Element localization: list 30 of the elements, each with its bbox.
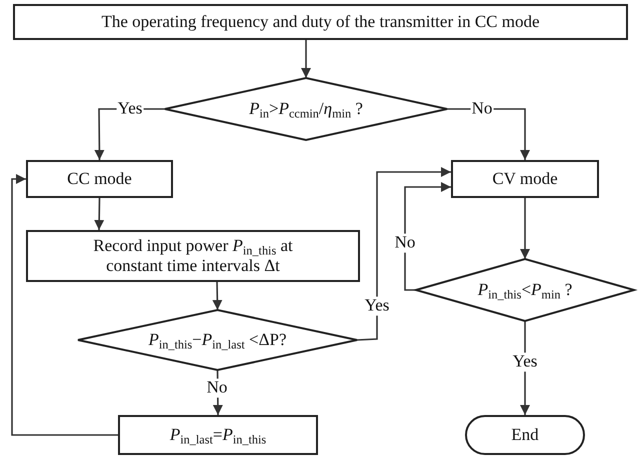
condition-text: P$_{in_this}$<P$_{min}$ ? [478, 280, 572, 300]
arrow [301, 40, 311, 78]
decision-diamond [165, 78, 447, 140]
process-box [118, 415, 318, 455]
arrow [11, 174, 118, 436]
process-box [26, 160, 173, 198]
condition-text: P$_{in}$>P$_{ccmin}$/η$_{min}$ ? [249, 98, 363, 120]
decision-diamond [78, 310, 357, 370]
arrow [404, 182, 451, 291]
step-text: CV mode [492, 168, 558, 190]
process-box [26, 230, 360, 282]
process-box [451, 160, 599, 198]
process-box [13, 4, 628, 40]
step-text: The operating frequency and duty of the transmitter in CC mode [101, 12, 540, 32]
step-text: CC mode [67, 168, 132, 190]
edge-label: Yes [364, 296, 390, 316]
step-text: P$_{in_last}$=P$_{in_this}$ [170, 424, 266, 446]
arrow [447, 108, 530, 160]
step-text: Record input power P$_{in_this}$ at constant time intervals Δt [92, 236, 294, 276]
edge-label: No [206, 378, 228, 398]
edge-label: No [394, 234, 416, 252]
arrow [356, 167, 451, 341]
terminal-shape [465, 415, 585, 455]
condition-text: P$_{in_this}$−P$_{in_last}$ <ΔP? [148, 330, 287, 350]
step-text: End [511, 424, 539, 446]
arrow [212, 282, 222, 310]
arrow [94, 198, 104, 230]
arrow [520, 198, 530, 259]
arrow [212, 370, 223, 415]
edge-label: Yes [512, 352, 538, 372]
